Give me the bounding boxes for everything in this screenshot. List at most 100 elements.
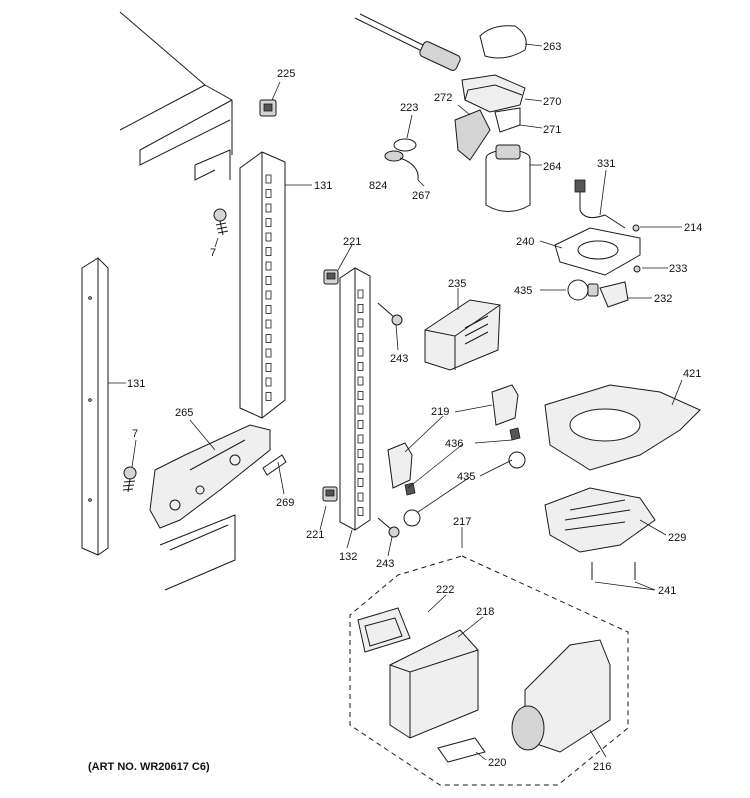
callout-131-center: 131 (314, 180, 332, 192)
gasket-220 (437, 737, 486, 763)
rail-slot (265, 174, 272, 184)
bracket-271 (494, 107, 521, 133)
art-number: (ART NO. WR20617 C6) (88, 761, 210, 773)
cover-216 (511, 639, 611, 753)
rail-slot (357, 420, 364, 429)
rail-slot (357, 362, 364, 371)
housing-219-left (387, 442, 413, 489)
kit-217-outline (349, 555, 629, 786)
rail-slot (265, 334, 272, 343)
callout-270: 270 (543, 96, 561, 108)
callout-217: 217 (453, 516, 471, 528)
rail-slot (357, 318, 364, 328)
callout-235: 235 (448, 278, 466, 290)
rail-slot (265, 305, 272, 314)
hinge-bracket-265 (149, 424, 271, 591)
callout-labels: 263 270 271 272 264 225 223 824 267 331 … (127, 41, 702, 773)
bracket-272 (454, 109, 491, 161)
callout-219: 219 (431, 406, 449, 418)
callout-132: 132 (339, 551, 357, 563)
screw-7-top (213, 208, 229, 236)
callout-241: 241 (658, 585, 676, 597)
callout-269: 269 (276, 497, 294, 509)
callout-264: 264 (543, 161, 561, 173)
rail-slot (265, 276, 272, 285)
callout-7-bottom: 7 (132, 428, 138, 440)
rail-slot (357, 289, 364, 299)
rail-slot (265, 189, 272, 198)
screw-7-bottom (122, 466, 137, 493)
rail-slot (265, 203, 272, 213)
bulb-435-top (567, 279, 599, 301)
rail-slot (265, 247, 272, 256)
callout-272: 272 (434, 92, 452, 104)
callout-421: 421 (683, 368, 701, 380)
rail-slot (357, 507, 364, 516)
rail-slot (357, 347, 364, 357)
callout-263: 263 (543, 41, 561, 53)
callout-221-bottom: 221 (306, 529, 324, 541)
rail-slot (357, 333, 364, 342)
callout-229: 229 (668, 532, 686, 544)
callout-222: 222 (436, 584, 454, 596)
callout-220: 220 (488, 757, 506, 769)
rail-slot (265, 363, 272, 372)
gasket-222 (357, 607, 411, 653)
rail-slot (357, 449, 364, 458)
pins-241 (591, 562, 636, 580)
grommet-223 (393, 138, 417, 152)
sensor-824 (384, 150, 419, 181)
cover-235 (424, 299, 501, 371)
callout-216: 216 (593, 761, 611, 773)
rail-slot (357, 405, 364, 415)
callout-243-bottom: 243 (376, 558, 394, 570)
screw-243-top (377, 302, 403, 326)
rail-slot (357, 376, 364, 386)
rail-slot (357, 304, 364, 313)
callout-243-top: 243 (390, 353, 408, 365)
callout-267: 267 (412, 190, 430, 202)
callout-240: 240 (516, 236, 534, 248)
housing-219-right (491, 384, 519, 426)
callout-232: 232 (654, 293, 672, 305)
rail-slot (265, 348, 272, 358)
clip-225 (259, 99, 277, 117)
rail-slot (265, 232, 272, 242)
rail-131-left (81, 257, 109, 556)
callout-271: 271 (543, 124, 561, 136)
callout-435-lower: 435 (457, 471, 475, 483)
callout-233: 233 (669, 263, 687, 275)
wire-harness-331 (574, 179, 626, 229)
callout-7-top: 7 (210, 247, 216, 259)
rail-slot (265, 218, 272, 227)
callout-331: 331 (597, 158, 615, 170)
callout-824: 824 (369, 180, 387, 192)
light-housing-421 (544, 384, 701, 471)
rail-slot (357, 478, 364, 487)
clip-221-bottom (322, 486, 338, 502)
filter-264 (485, 144, 531, 212)
callout-218: 218 (476, 606, 494, 618)
rail-slot (357, 434, 364, 444)
rail-132 (339, 267, 371, 531)
pin-269 (262, 454, 287, 476)
bulb-435-lower (403, 451, 526, 527)
rail-slot (357, 391, 364, 400)
lens-229 (544, 487, 656, 553)
callout-223: 223 (400, 102, 418, 114)
socket-232 (599, 281, 629, 308)
screw-243-bottom (377, 517, 400, 538)
callout-436: 436 (445, 438, 463, 450)
rail-131-center (239, 151, 286, 419)
rail-slot (357, 463, 364, 473)
callout-435-top: 435 (514, 285, 532, 297)
rail-slot (265, 319, 272, 329)
callout-131-left: 131 (127, 378, 145, 390)
screw-214 (632, 224, 640, 232)
leader-lines (108, 43, 683, 761)
rail-slot (265, 290, 272, 300)
rail-slot (357, 492, 364, 502)
callout-221-top: 221 (343, 236, 361, 248)
callout-214: 214 (684, 222, 702, 234)
